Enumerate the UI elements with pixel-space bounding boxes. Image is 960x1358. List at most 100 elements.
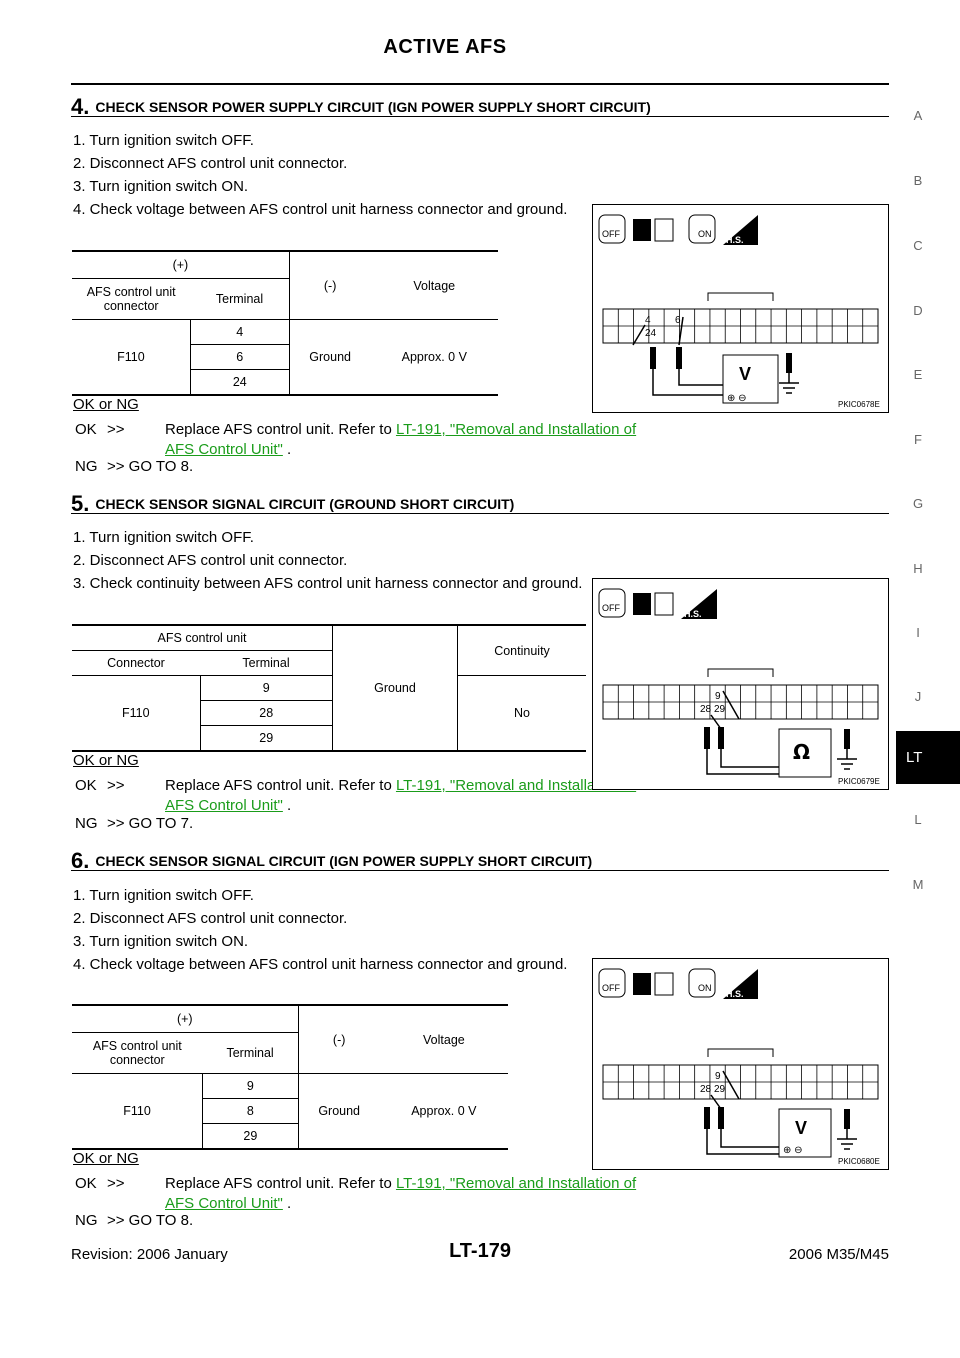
connector-continuity-diagram: OFF H.S. 9 28 29 Ω (598, 588, 880, 786)
voltage-value-cell: Approx. 0 V (401, 350, 467, 364)
terminal-cell: 28 (199, 700, 333, 726)
col-connector: Connector (72, 650, 200, 676)
connector-face: 9 28 29 (602, 1048, 879, 1100)
ng-text: >> GO TO 8. (107, 458, 194, 475)
col-connector: AFS control unit connector (72, 278, 191, 320)
figure-code: PKIC0678E (838, 400, 880, 409)
side-index-b[interactable]: B (913, 173, 923, 188)
ok-text: Replace AFS control unit. Refer to (165, 1175, 396, 1192)
col-minus: (-) (288, 251, 371, 320)
pin-label-24: 24 (645, 328, 657, 339)
figure-code: PKIC0680E (838, 1157, 880, 1166)
side-index-m[interactable]: M (912, 877, 924, 892)
step-5-heading: 5.CHECK SENSOR SIGNAL CIRCUIT (GROUND SH… (71, 491, 889, 516)
footer-page-number: LT-179 (449, 1240, 511, 1262)
ignition-off-icon: OFF (598, 588, 626, 618)
svg-text:H.S.: H.S. (684, 609, 702, 619)
harness-side-icon: H.S. (681, 589, 717, 619)
connector-face: 9 28 29 (602, 668, 879, 720)
side-index-i[interactable]: I (916, 625, 920, 640)
side-index-l[interactable]: L (914, 812, 922, 827)
terminal-cell: 9 (199, 675, 333, 701)
svg-text:OFF: OFF (602, 983, 620, 993)
step-4-ok-result: OK>> Replace AFS control unit. Refer to … (73, 420, 636, 460)
side-index-d[interactable]: D (913, 303, 923, 318)
step-number: 6. (71, 848, 90, 873)
side-index-j[interactable]: J (914, 689, 922, 704)
step-4-item-1: 1. Turn ignition switch OFF. (73, 132, 254, 149)
harness-side-icon: H.S. (723, 969, 758, 999)
pin-label-28: 28 (700, 704, 712, 715)
step-4-heading: 4. CHECK SENSOR POWER SUPPLY CIRCUIT (IGN… (71, 94, 889, 119)
ok-end: . (282, 441, 292, 458)
ref-link-lt191[interactable]: LT-191, "Removal and Installation of AFS… (165, 777, 637, 814)
svg-text:H.S.: H.S. (726, 235, 744, 245)
ok-label: OK (75, 777, 97, 794)
col-voltage: Voltage (370, 251, 498, 320)
step-6-item-1: 1. Turn ignition switch OFF. (73, 887, 254, 904)
ignition-on-icon: ON (688, 968, 716, 998)
side-index-lt-active[interactable]: LT (896, 731, 960, 784)
side-index-h[interactable]: H (913, 561, 923, 576)
step-6-ng-result: NG>> GO TO 8. (73, 1211, 193, 1231)
step-title: CHECK SENSOR POWER SUPPLY CIRCUIT (IGN P… (95, 99, 651, 115)
connector-disconnect-icon (633, 972, 674, 996)
step-4-spec-table: (+) (-) Voltage AFS control unit connect… (72, 250, 498, 396)
pin-label-6: 6 (675, 315, 681, 326)
terminal-cell: 29 (202, 1123, 299, 1149)
terminal-cell: 8 (202, 1098, 299, 1124)
step-6-spec-table: (+) (-) Voltage AFS control unit connect… (72, 1004, 508, 1150)
ok-label: OK (75, 421, 97, 438)
ref-link-lt191[interactable]: LT-191, "Removal and Installation of AFS… (165, 1175, 637, 1212)
pin-label-4: 4 (645, 315, 651, 326)
ground-cell: Ground (297, 1073, 380, 1149)
connector-voltage-diagram: OFF ON H.S. 9 28 29 (598, 968, 880, 1166)
connector-cell: F110 (117, 350, 145, 364)
step-5-ng-result: NG >> GO TO 7. (73, 814, 193, 834)
connector-cell: F110 (123, 1104, 151, 1118)
ng-text: >> GO TO 7. (107, 815, 194, 832)
step-5-item-1: 1. Turn ignition switch OFF. (73, 529, 254, 546)
ref-link-lt191[interactable]: LT-191, "Removal and Installation of AFS… (165, 421, 637, 458)
col-connector: AFS control unit connector (72, 1032, 203, 1074)
ng-label: NG (75, 815, 98, 832)
step-number: 4. (71, 94, 90, 119)
svg-text:H.S.: H.S. (726, 989, 744, 999)
col-plus: (+) (72, 1005, 299, 1033)
side-index-e[interactable]: E (913, 367, 923, 382)
ok-label: OK (75, 1175, 97, 1192)
step-5-item-3: 3. Check continuity between AFS control … (73, 575, 583, 592)
side-index-f[interactable]: F (914, 432, 922, 447)
step-4-item-2: 2. Disconnect AFS control unit connector… (73, 155, 348, 172)
step-5-ok-ng: OK or NG (73, 752, 139, 769)
connector-disconnect-icon (633, 218, 674, 242)
step-6-item-2: 2. Disconnect AFS control unit connector… (73, 910, 348, 927)
svg-text:⊕ ⊖: ⊕ ⊖ (783, 1145, 803, 1156)
page-title: ACTIVE AFS (383, 36, 507, 58)
step-4-item-4: 4. Check voltage between AFS control uni… (73, 201, 568, 218)
ignition-on-icon: ON (688, 214, 716, 244)
side-index-g[interactable]: G (912, 496, 924, 511)
pin-label-9: 9 (715, 691, 721, 702)
ground-cell: Ground (332, 625, 458, 751)
footer-model: 2006 M35/M45 (788, 1246, 889, 1263)
ng-label: NG (75, 1212, 98, 1229)
ohmmeter-icon: Ω (778, 728, 832, 778)
step-6-item-4: 4. Check voltage between AFS control uni… (73, 956, 568, 973)
step-6-figure: OFF ON H.S. 9 28 29 (592, 958, 889, 1170)
step-5-item-2: 2. Disconnect AFS control unit connector… (73, 552, 348, 569)
pin-label-9: 9 (715, 1071, 721, 1082)
result-arrow: >> (107, 1175, 125, 1192)
col-terminal: Terminal (200, 650, 333, 676)
side-index-a[interactable]: A (913, 108, 923, 123)
continuity-value-cell: No (457, 675, 586, 751)
col-voltage: Voltage (379, 1005, 508, 1074)
figure-code: PKIC0679E (838, 777, 880, 786)
connector-voltage-diagram: OFF ON H.S. 4 6 24 (598, 214, 880, 409)
svg-text:V: V (739, 364, 751, 384)
pin-label-28: 28 (700, 1084, 712, 1095)
col-terminal: Terminal (190, 278, 290, 320)
step-5-spec-table: AFS control unit Ground Continuity Conne… (72, 624, 586, 752)
side-index-c[interactable]: C (913, 238, 923, 253)
step-6-ok-ng: OK or NG (73, 1150, 139, 1167)
